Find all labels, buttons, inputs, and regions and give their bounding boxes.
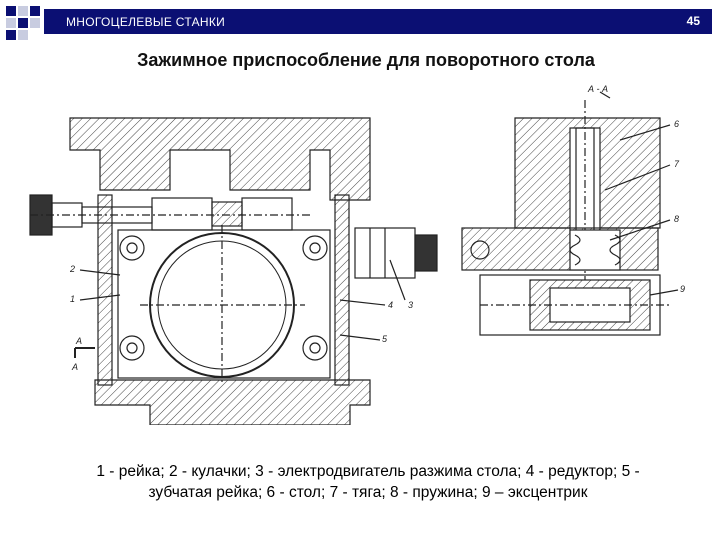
drawing-label-1: 1 <box>70 294 75 304</box>
caption-line-1: 1 - рейка; 2 - кулачки; 3 - электродвига… <box>96 463 640 480</box>
slide-title: Зажимное приспособление для поворотного … <box>137 50 595 70</box>
caption-line-2: зубчатая рейка; 6 - стол; 7 - тяга; 8 - … <box>148 484 588 501</box>
drawing-label-6: 6 <box>674 119 679 129</box>
corner-square <box>6 6 16 16</box>
drawing-label-2: 2 <box>69 264 75 274</box>
section-title: МНОГОЦЕЛЕВЫЕ СТАНКИ <box>66 15 226 29</box>
drawing-label-7: 7 <box>674 159 680 169</box>
corner-square <box>30 6 40 16</box>
corner-square <box>6 30 16 40</box>
corner-square <box>6 18 16 28</box>
page-number: 45 <box>686 14 700 28</box>
drawing-label-5: 5 <box>382 334 388 344</box>
drawing-label-8: 8 <box>674 214 679 224</box>
corner-square <box>18 6 28 16</box>
drawing-label-9: 9 <box>680 284 685 294</box>
corner-square <box>30 18 40 28</box>
section-mark-a-top: А <box>75 336 82 346</box>
corner-square <box>18 18 28 28</box>
technical-drawing: А - А 1 2 3 4 5 6 7 8 9 А А <box>29 84 685 425</box>
corner-square <box>18 30 28 40</box>
section-mark-a-bottom: А <box>71 362 78 372</box>
slide-header: МНОГОЦЕЛЕВЫЕ СТАНКИ 45 <box>44 9 712 34</box>
section-mark: А - А <box>587 84 608 94</box>
figure-caption: 1 - рейка; 2 - кулачки; 3 - электродвига… <box>28 461 708 503</box>
drawing-label-3: 3 <box>408 300 413 310</box>
drawing-label-4: 4 <box>388 300 393 310</box>
